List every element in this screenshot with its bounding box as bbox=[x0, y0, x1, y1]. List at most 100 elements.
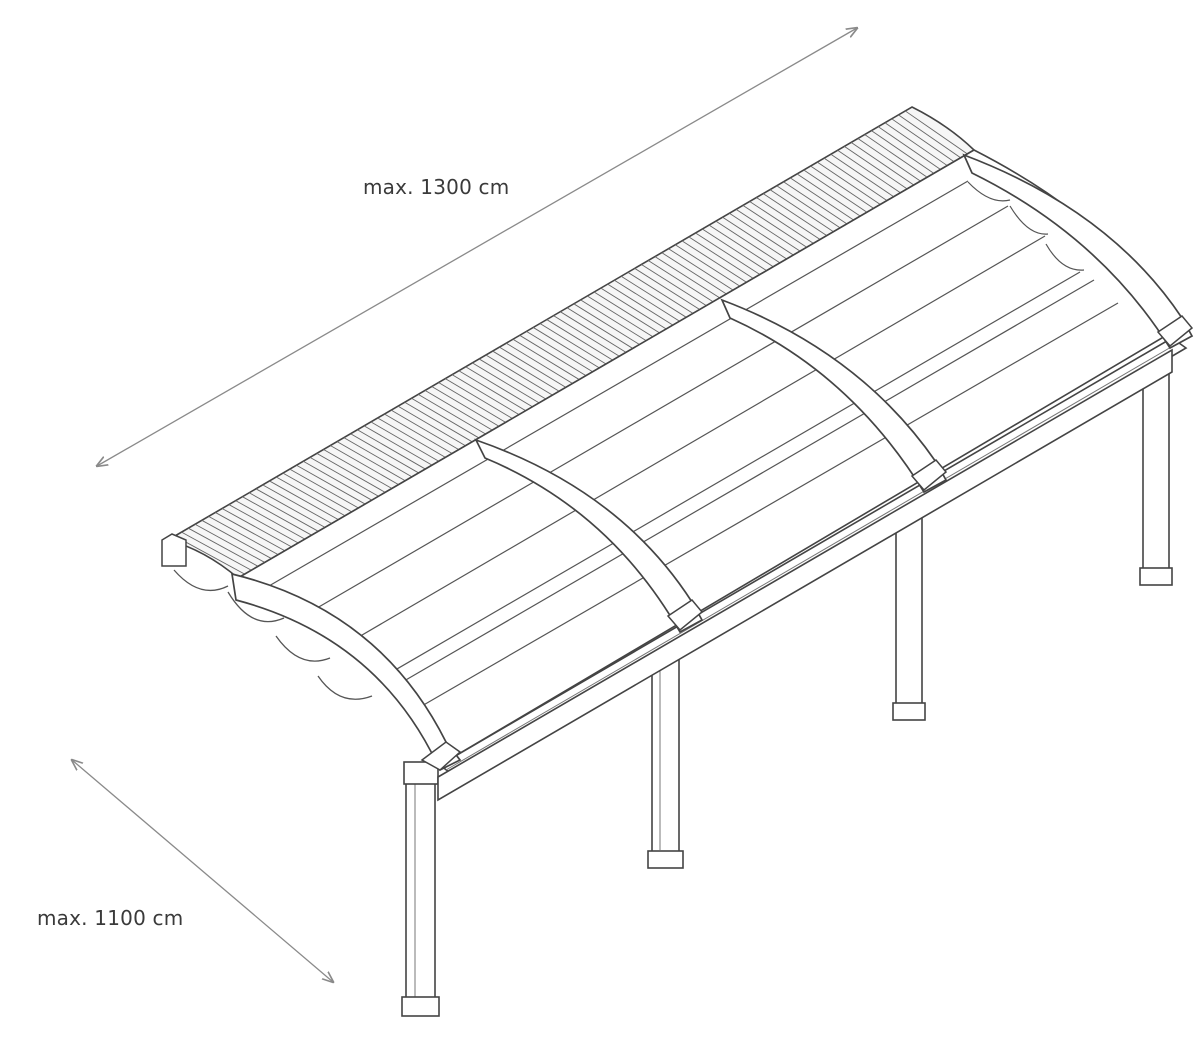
roof-rib bbox=[546, 319, 613, 361]
roof-rib bbox=[526, 330, 593, 373]
length-dimension-label: max. 1300 cm bbox=[363, 175, 510, 199]
roof-rib bbox=[661, 252, 727, 295]
roof-rib bbox=[208, 515, 279, 556]
roof-rib bbox=[316, 453, 386, 493]
roof-rib bbox=[303, 460, 373, 501]
roof-ribs bbox=[174, 110, 968, 575]
roof-rib bbox=[749, 201, 814, 244]
roof-rib bbox=[627, 271, 694, 314]
roof-rib bbox=[445, 378, 513, 419]
roof-rib bbox=[289, 468, 359, 509]
roof-rib bbox=[634, 268, 700, 310]
roof-rib bbox=[424, 390, 493, 431]
roof-rib bbox=[769, 189, 834, 233]
roof-rib bbox=[884, 122, 948, 166]
roof-rib bbox=[810, 165, 874, 209]
roof-rib bbox=[857, 138, 921, 182]
roof-rib bbox=[465, 366, 533, 408]
roof-rib bbox=[221, 508, 292, 548]
roof-rib bbox=[844, 145, 908, 190]
roof-rib bbox=[201, 519, 272, 559]
roof-rib bbox=[641, 264, 707, 307]
roof-rib bbox=[904, 110, 968, 155]
roof-rib bbox=[587, 295, 654, 338]
roof-rib bbox=[702, 228, 767, 271]
roof-rib bbox=[512, 338, 580, 380]
post-front-1 bbox=[651, 644, 680, 854]
roof-rib bbox=[505, 342, 573, 384]
post-base-back-1 bbox=[1139, 567, 1173, 586]
roof-rib bbox=[404, 401, 473, 443]
roof-rib bbox=[390, 409, 460, 450]
roof-rib bbox=[485, 354, 553, 396]
roof-rib bbox=[431, 386, 500, 427]
roof-rib bbox=[275, 476, 346, 517]
side-scallops bbox=[173, 569, 373, 700]
roof-rib bbox=[837, 149, 901, 194]
roof-rib bbox=[560, 311, 627, 353]
roof-rib bbox=[336, 441, 406, 482]
roof-rib bbox=[282, 472, 352, 513]
roof-rib bbox=[215, 512, 286, 552]
roof-rib bbox=[377, 417, 446, 458]
roof-rib bbox=[255, 488, 326, 528]
roof-rib bbox=[492, 350, 560, 392]
roof-rib bbox=[593, 291, 660, 334]
roof-rib bbox=[735, 208, 801, 252]
roof-rib bbox=[614, 279, 680, 322]
roof-rib bbox=[194, 523, 265, 563]
roof-rib bbox=[519, 334, 587, 377]
width-dimension-line bbox=[72, 760, 333, 982]
roof-rib bbox=[228, 504, 299, 544]
roof-rib bbox=[451, 374, 520, 415]
roof-rib bbox=[688, 236, 754, 279]
roof-rib bbox=[472, 362, 540, 404]
roof-rib bbox=[695, 232, 761, 275]
roof-rib bbox=[756, 197, 821, 240]
front-beam bbox=[437, 337, 1188, 802]
roof-rib bbox=[188, 527, 259, 567]
roof-rib bbox=[796, 173, 861, 217]
roof-rib bbox=[296, 464, 366, 505]
roof-rib bbox=[681, 240, 747, 283]
side-scallops-right bbox=[967, 181, 1085, 271]
roof-rib bbox=[370, 421, 439, 462]
corner-bracket bbox=[403, 761, 439, 785]
post-base-front-2 bbox=[401, 996, 440, 1017]
roof-rib bbox=[898, 114, 961, 159]
roof-rib bbox=[566, 307, 634, 349]
roof-rib bbox=[742, 205, 807, 248]
roof-rib bbox=[248, 492, 319, 532]
roof-rib bbox=[533, 327, 600, 369]
roof-rib bbox=[708, 224, 774, 268]
gable-end-left bbox=[161, 533, 187, 567]
roof-rib bbox=[242, 496, 312, 536]
roof-rib bbox=[830, 153, 894, 198]
roof-rib bbox=[790, 177, 854, 221]
roof-rib bbox=[397, 405, 466, 447]
post-front-2 bbox=[405, 779, 436, 1001]
post-base-front-1 bbox=[647, 850, 684, 869]
roof-rib bbox=[411, 397, 480, 439]
roof-rib bbox=[438, 382, 506, 423]
roof-rib bbox=[607, 283, 674, 326]
roof-rib bbox=[823, 157, 888, 201]
roof-longitudinal-lines bbox=[261, 180, 1119, 715]
roof-rib bbox=[181, 531, 252, 571]
roof-rib bbox=[817, 161, 881, 205]
roof-rib bbox=[384, 413, 453, 454]
roof-rib bbox=[715, 220, 781, 264]
length-dimension-line bbox=[97, 28, 857, 466]
front-posts bbox=[401, 644, 684, 1017]
roof-rib bbox=[553, 315, 620, 357]
roof-rib bbox=[647, 260, 714, 303]
roof-rib bbox=[262, 484, 332, 524]
roof-rib bbox=[654, 256, 720, 299]
rafter-caps bbox=[420, 315, 1194, 771]
roof-rib bbox=[330, 445, 399, 486]
roof-rib bbox=[309, 456, 379, 497]
roof-rib bbox=[323, 449, 393, 489]
roof-rib bbox=[458, 370, 526, 412]
